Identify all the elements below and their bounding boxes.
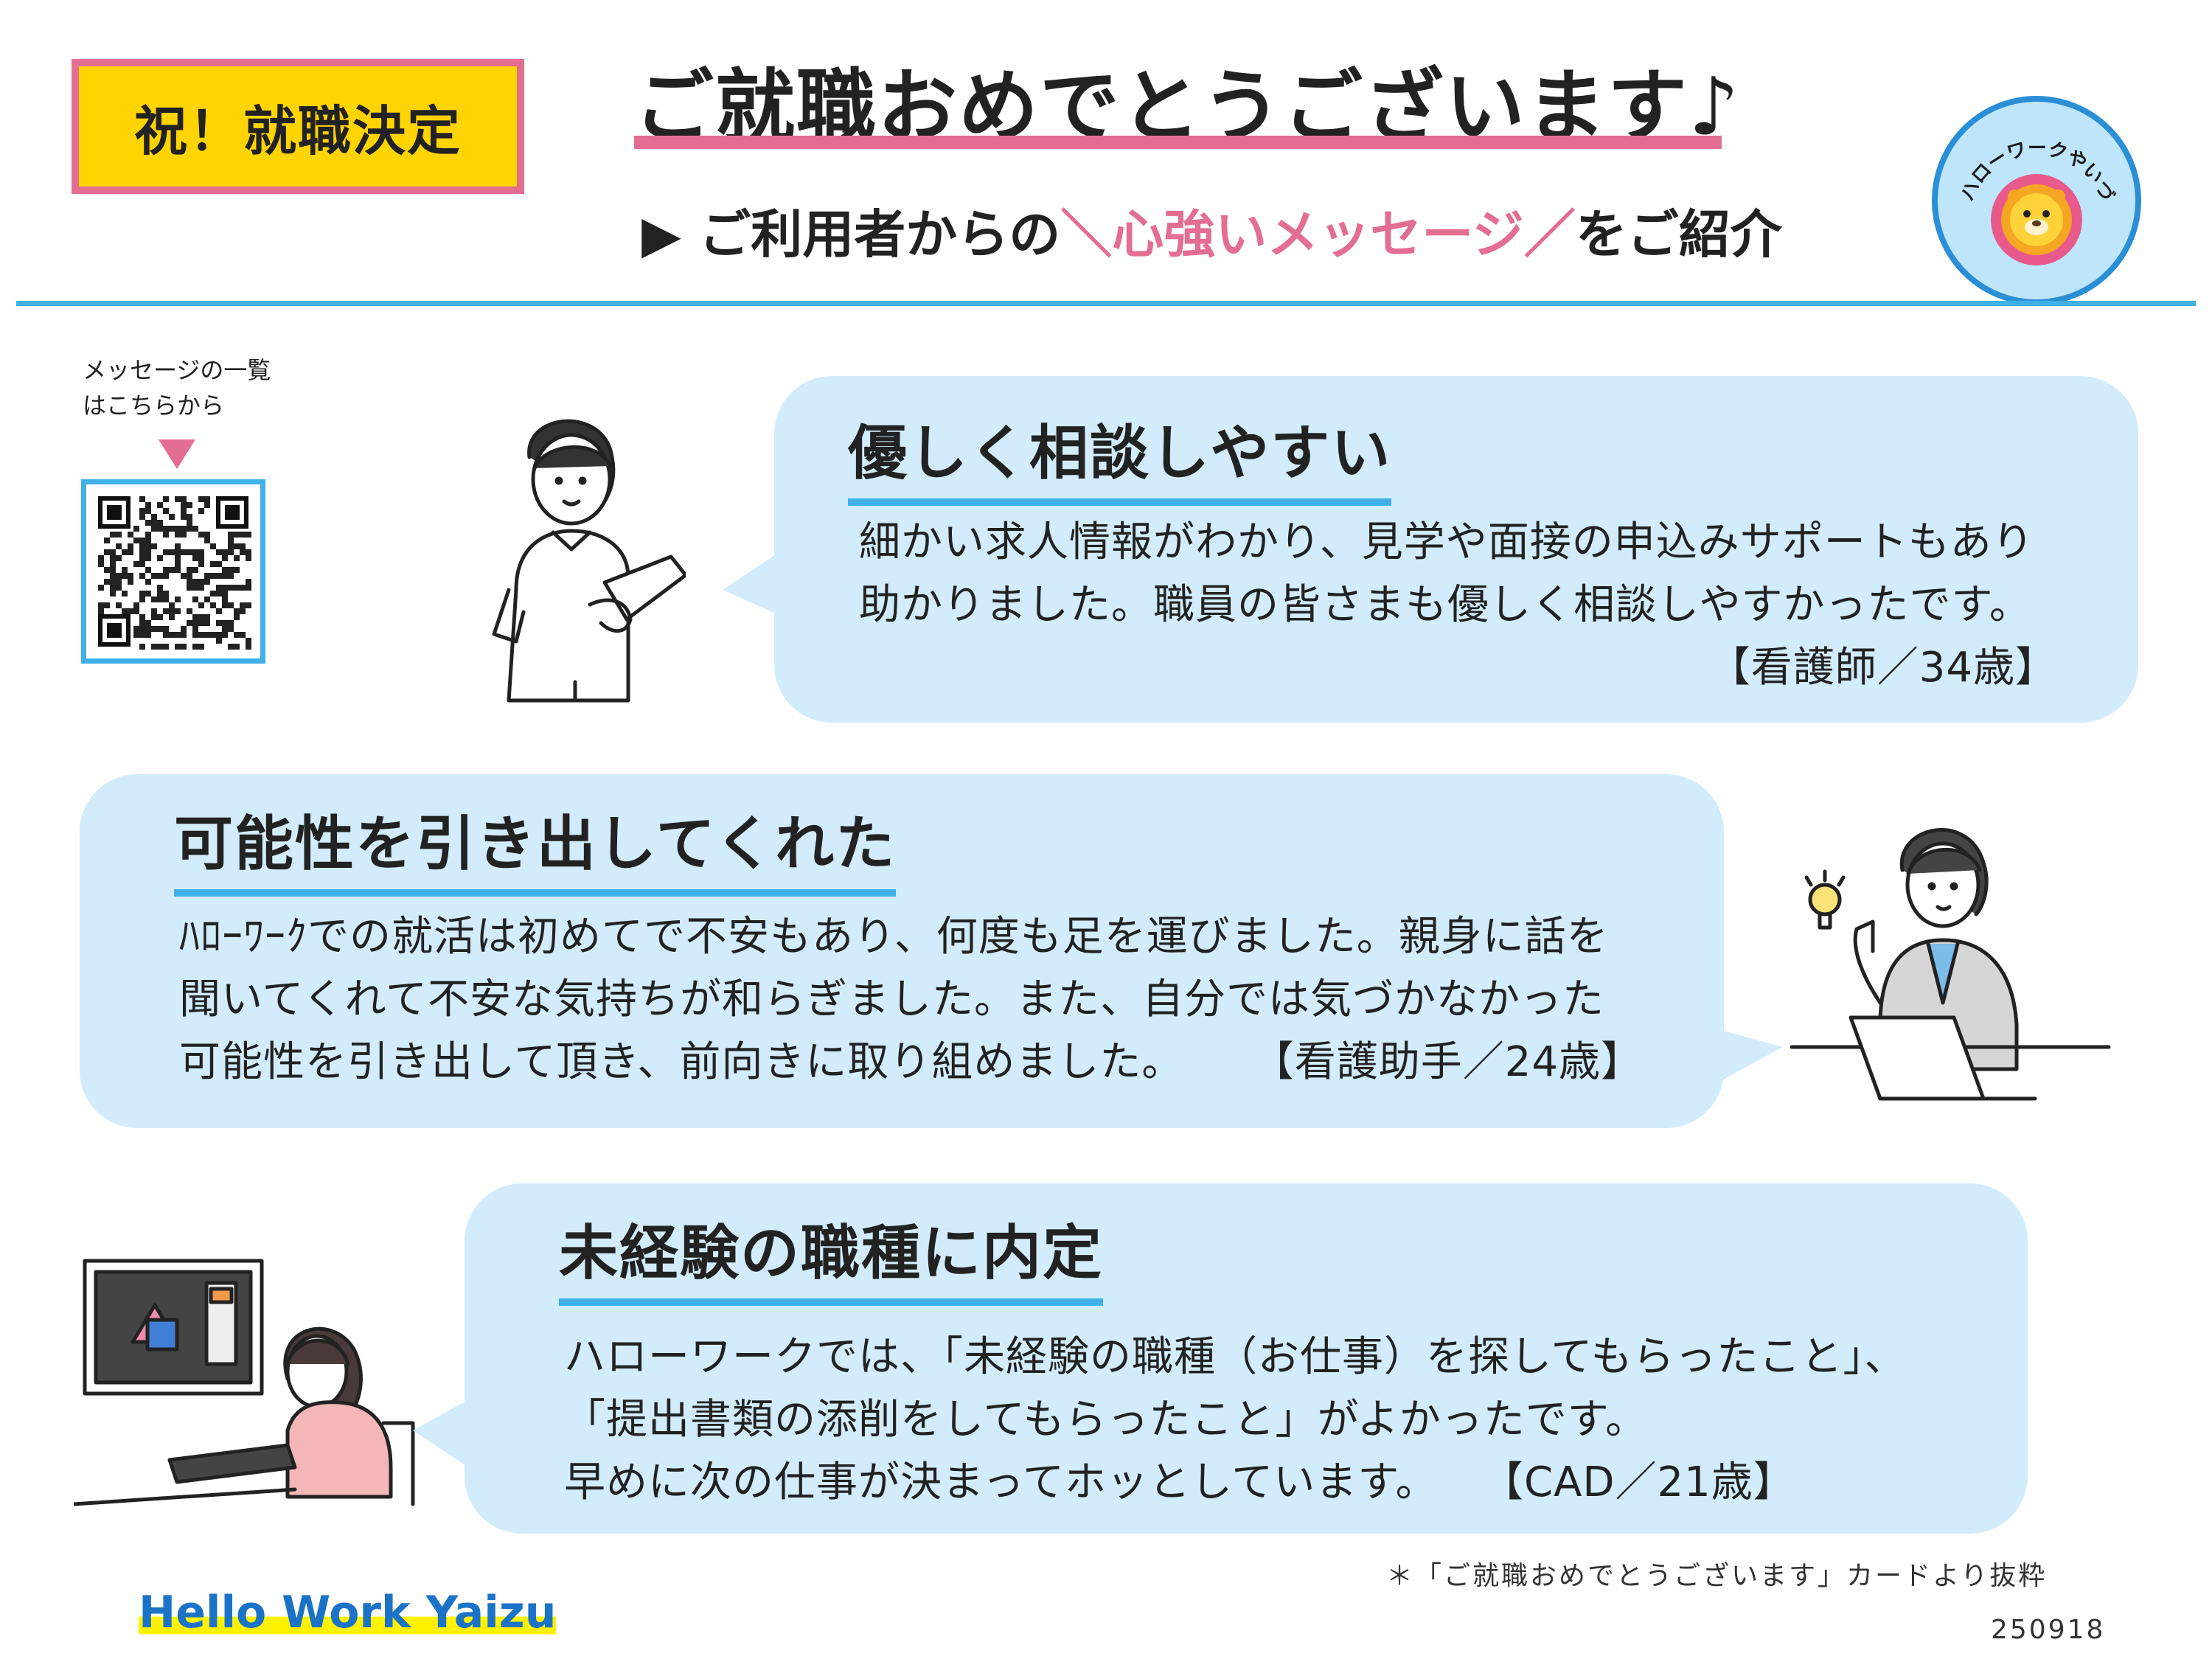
- message-3-author: 【CAD／21歳】: [1482, 1458, 1795, 1506]
- nurse-illustration: [492, 419, 686, 703]
- message-bubble-2: 可能性を引き出してくれた ﾊﾛｰﾜｰｸでの就活は初めてで不安もあり、何度も足を運…: [80, 774, 1783, 1128]
- hello-work-yaizu-logo: ハローワークやいづ: [1932, 96, 2141, 305]
- message-3-line-1: ハローワークでは、「未経験の職種（お仕事）を探してもらったこと」、: [564, 1333, 1907, 1381]
- message-1-title: 優しく相談しやすい: [848, 406, 1392, 506]
- message-bubble-3: 未経験の職種に内定 ハローワークでは、「未経験の職種（お仕事）を探してもらったこ…: [413, 1183, 2028, 1534]
- message-1-line-2: 助かりました。職員の皆さまも優しく相談しやすかったです。: [859, 581, 2031, 629]
- document-code: 250918: [1991, 1615, 2106, 1645]
- bubble-tail: [723, 546, 789, 619]
- celebration-badge: 祝！就職決定: [72, 59, 524, 194]
- qr-code-icon: [86, 484, 260, 658]
- bubble-tail: [1702, 1025, 1783, 1091]
- designer-illustration: [74, 1259, 415, 1506]
- header-divider: [16, 301, 2196, 306]
- office-worker-illustration: [1790, 828, 2111, 1101]
- message-1-line-1: 細かい求人情報がわかり、見学や面接の申込みサポートもあり: [859, 518, 2034, 566]
- page-subtitle: ▶ ご利用者からの＼心強いメッセージ／をご紹介: [641, 193, 1782, 268]
- title-underline: [634, 136, 1722, 149]
- message-2-author: 【看護助手／24歳】: [1252, 1038, 1643, 1086]
- message-1-author: 【看護師／34歳】: [1708, 644, 2057, 692]
- message-2-line-1: ﾊﾛｰﾜｰｸでの就活は初めてで不安もあり、何度も足を運びました。親身に話を: [179, 913, 1609, 961]
- source-note: ＊「ご就職おめでとうございます」カードより抜粋: [1386, 1561, 2048, 1591]
- message-bubble-1: 優しく相談しやすい 細かい求人情報がわかり、見学や面接の申込みサポートもあり 助…: [723, 376, 2138, 723]
- down-arrow-icon: [159, 439, 195, 469]
- lion-logo-icon: ハローワークやいづ: [1956, 138, 2118, 265]
- brand-name: Hello Work Yaizu: [139, 1587, 557, 1638]
- subtitle-suffix: をご紹介: [1575, 204, 1782, 265]
- message-3-line-3: 早めに次の仕事が決まってホッとしています。: [564, 1458, 1438, 1506]
- message-3-line-2: 「提出書類の添削をしてもらったこと」がよかったです。: [564, 1396, 1648, 1444]
- subtitle-prefix: ▶ ご利用者からの: [641, 204, 1061, 265]
- bubble-tail: [413, 1394, 479, 1475]
- qr-code[interactable]: [81, 479, 265, 664]
- qr-caption: メッセージの一覧 はこちらから: [83, 356, 271, 420]
- message-3-title: 未経験の職種に内定: [559, 1206, 1103, 1306]
- subtitle-highlight: ＼心強いメッセージ／: [1060, 204, 1576, 265]
- message-2-line-3: 可能性を引き出して頂き、前向きに取り組めました。: [179, 1038, 1184, 1086]
- message-2-line-2: 聞いてくれて不安な気持ちが和らぎました。また、自分では気づかなかった: [179, 975, 1604, 1023]
- message-2-title: 可能性を引き出してくれた: [174, 796, 897, 897]
